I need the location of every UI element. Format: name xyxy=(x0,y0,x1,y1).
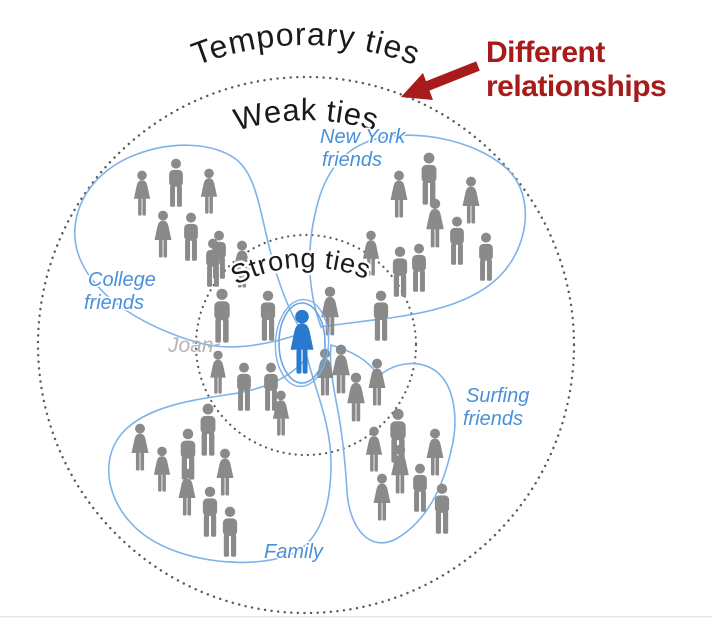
person-icon-woman xyxy=(426,198,444,248)
svg-text:Temporary ties: Temporary ties xyxy=(187,16,425,72)
joan-label-pointer xyxy=(207,343,221,348)
college-friends-label: College friends xyxy=(84,269,161,314)
cluster-outline-family xyxy=(107,355,332,564)
person-icon-man xyxy=(222,506,238,557)
person-icon-man xyxy=(450,216,464,265)
person-icon-man xyxy=(184,212,198,261)
cluster-outline-college xyxy=(74,144,305,348)
person-icon-woman xyxy=(200,168,218,214)
person-icon-man xyxy=(373,290,389,341)
person-icon-man xyxy=(202,486,218,537)
person-icon-woman xyxy=(131,423,149,471)
person-icon-woman xyxy=(426,428,444,476)
newyork-friends-label: New York friends xyxy=(320,126,411,171)
person-icon-woman xyxy=(133,170,151,216)
person-icon-man xyxy=(214,288,230,343)
person-icon-man xyxy=(479,232,493,281)
person-icon-man xyxy=(260,290,276,341)
person-icon-man xyxy=(412,243,426,292)
person-icon-woman xyxy=(216,448,234,496)
different-relationships-arrow xyxy=(401,61,480,100)
strong-ties-boundary-circle xyxy=(194,233,418,457)
person-icon-woman xyxy=(210,350,226,394)
temporary-ties-label: Temporary ties xyxy=(184,13,426,74)
weak-ties-boundary-circle xyxy=(36,75,576,615)
person-icon-woman xyxy=(332,344,350,394)
person-icon-man xyxy=(169,158,183,207)
person-icon-woman xyxy=(347,372,365,422)
person-icon-man xyxy=(264,362,278,411)
joan-label: Joan xyxy=(167,334,214,357)
person-icon-man xyxy=(392,246,408,297)
page-bottom-divider xyxy=(0,616,712,618)
person-icon-woman xyxy=(390,170,408,218)
family-label: Family xyxy=(264,541,324,563)
cluster-outlines xyxy=(74,134,527,564)
cluster-outline-surfing xyxy=(329,343,456,544)
person-icon-woman xyxy=(153,446,171,492)
different-relationships-label: Different relationships xyxy=(486,36,666,103)
person-icon-man xyxy=(413,463,427,512)
person-icon-man xyxy=(421,152,437,205)
person-icon-man xyxy=(200,403,216,456)
person-icon-man xyxy=(237,362,251,411)
cluster-outline-newyork xyxy=(308,134,527,328)
surfing-friends-label: Surfing friends xyxy=(463,385,535,430)
person-icon-woman xyxy=(462,176,480,224)
person-icon-woman xyxy=(154,210,172,258)
joan-highlight-oval xyxy=(274,298,330,388)
person-icon-woman xyxy=(365,426,383,472)
person-icon-woman xyxy=(373,473,391,521)
